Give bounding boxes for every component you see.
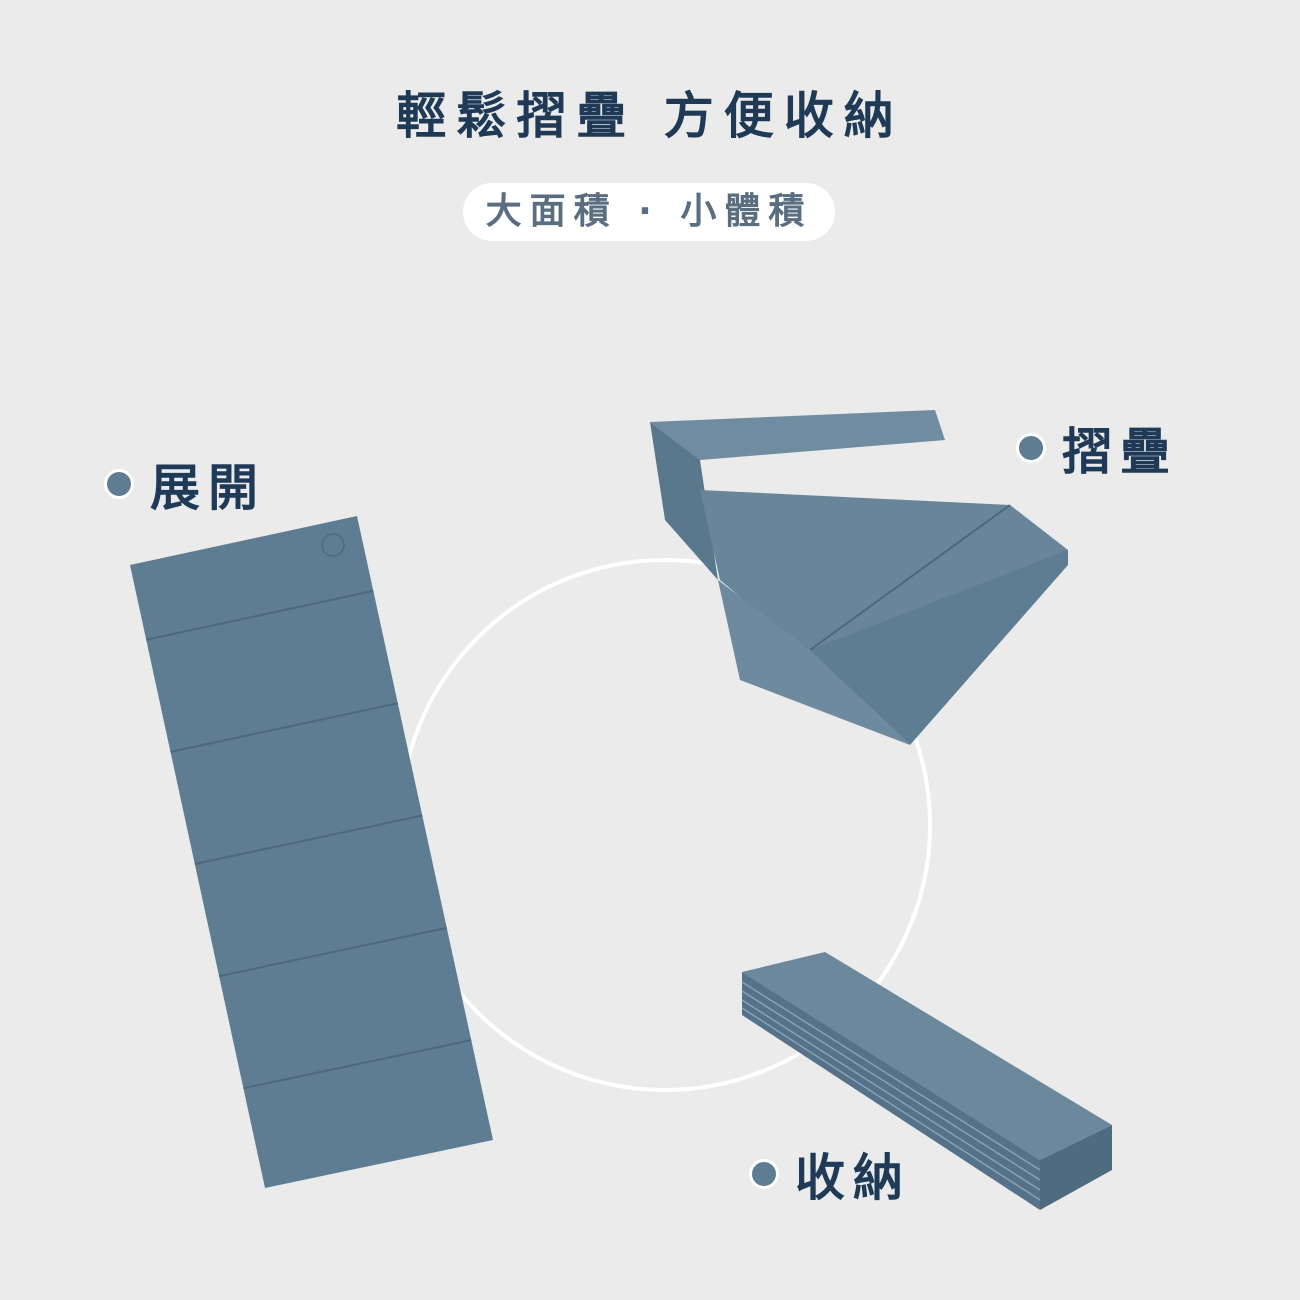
page-title: 輕鬆摺疊 方便收納 xyxy=(396,87,904,145)
bullet-dot-icon xyxy=(1016,433,1046,463)
label-unfolded: 展開 xyxy=(104,448,266,520)
label-text: 收納 xyxy=(795,1149,911,1207)
fold-line xyxy=(243,1039,472,1090)
logo-icon xyxy=(321,533,345,557)
stored-mat xyxy=(741,952,1112,1210)
bullet-dot-icon xyxy=(749,1159,779,1189)
fold-line xyxy=(145,589,374,641)
label-stored: 收納 xyxy=(749,1138,911,1210)
unfolded-mat xyxy=(130,516,493,1188)
label-text: 展開 xyxy=(150,459,266,517)
label-text: 摺疊 xyxy=(1062,423,1178,481)
bullet-dot-icon xyxy=(104,469,134,499)
fold-line xyxy=(194,814,423,866)
fold-line xyxy=(218,926,447,978)
fold-line xyxy=(170,702,399,753)
folding-mat xyxy=(650,410,1068,745)
subtitle-badge: 大面積 · 小體積 xyxy=(463,183,835,241)
label-folding: 摺疊 xyxy=(1016,412,1178,484)
